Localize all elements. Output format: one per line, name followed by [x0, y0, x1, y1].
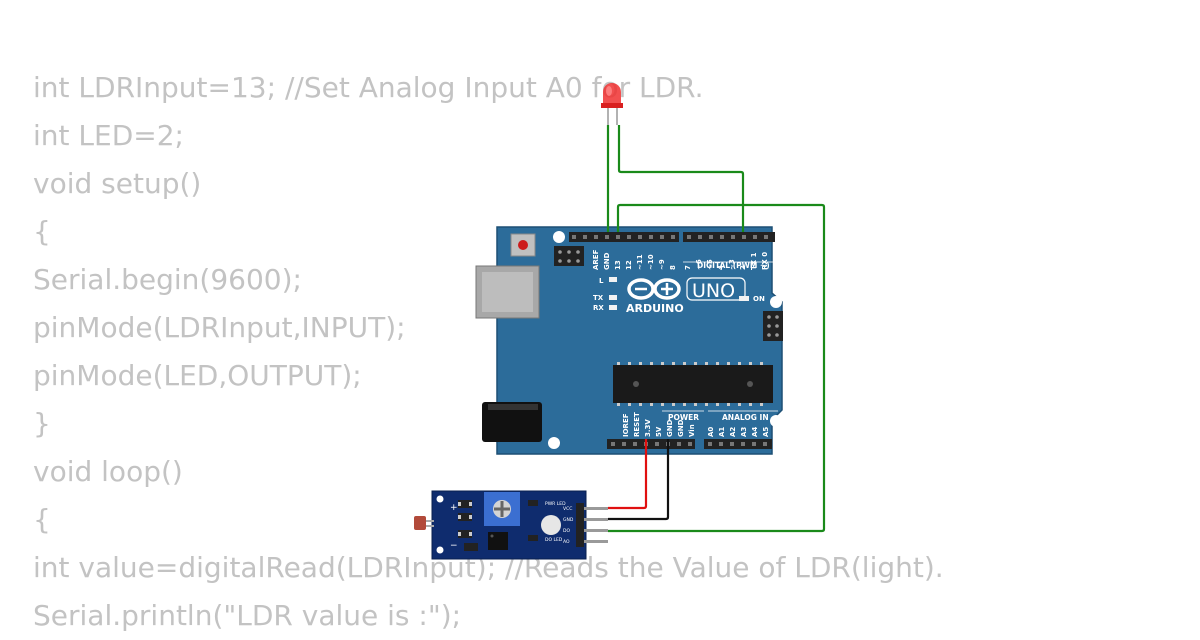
code-line: {: [33, 503, 51, 536]
digital-pin-label: RX 0: [761, 252, 769, 270]
mounting-hole: [436, 546, 444, 554]
rx-led-label: RX: [593, 304, 604, 312]
power-pin-label: 5V: [655, 426, 663, 437]
code-line: void loop(): [33, 455, 183, 488]
digital-header-label: DIGITAL (PWM ~): [697, 261, 770, 270]
power-pin-label: Vin: [688, 424, 696, 437]
analog-pin-label: A4: [751, 427, 759, 437]
digital-pin-label: TX 1: [750, 252, 758, 270]
comparator-chip: [488, 532, 508, 550]
power-jack: [482, 402, 542, 442]
icsp-header-right: [763, 311, 783, 341]
wire-5v-to-vcc[interactable]: [608, 439, 648, 510]
digital-pin-label: ~5: [706, 259, 714, 270]
reset-button[interactable]: [510, 233, 536, 257]
analog-pin-label: A5: [762, 427, 770, 437]
digital-pin-label: ~3: [728, 259, 736, 270]
mounting-hole: [770, 415, 782, 427]
digital-pin-label: ~6: [695, 259, 703, 270]
code-line: }: [33, 407, 51, 440]
l-led-label: L: [599, 277, 604, 285]
code-line: Serial.println("LDR value is :");: [33, 599, 462, 632]
module-pin-label: DO: [563, 528, 570, 534]
code-line: {: [33, 215, 51, 248]
mounting-hole: [553, 231, 565, 243]
on-led-label: ON: [753, 295, 765, 303]
mounting-hole: [548, 437, 560, 449]
arduino-infinity-logo: [627, 278, 681, 300]
plus-sign: +: [450, 503, 458, 513]
tx-led-label: TX: [593, 294, 604, 302]
photoresistor-icon: [414, 516, 434, 530]
digital-pin-label: ~11: [636, 254, 644, 270]
red-led[interactable]: [601, 83, 623, 125]
module-pin-label: GND: [563, 517, 574, 523]
digital-pin-label: GND: [603, 252, 611, 270]
digital-pin-label: 13: [614, 260, 622, 270]
digital-pin-label: ~9: [658, 259, 666, 270]
icsp-header: [554, 246, 584, 266]
on-led: [739, 296, 749, 301]
code-line: Serial.begin(9600);: [33, 263, 302, 296]
analog-pin-label: A3: [740, 427, 748, 437]
tx-led: [609, 295, 617, 300]
usb-connector: [475, 265, 540, 319]
code-line: void setup(): [33, 167, 202, 200]
do-led-label: DO LED: [545, 537, 563, 543]
analog-header-label: ANALOG IN: [722, 413, 769, 422]
digital-header: [569, 232, 775, 242]
module-pin-labels: VCC GND DO AO: [563, 506, 574, 545]
digital-pin-label: 2: [739, 265, 747, 270]
digital-pin-label: 7: [684, 265, 692, 270]
code-line: pinMode(LDRInput,INPUT);: [33, 311, 406, 344]
uno-badge: [686, 277, 746, 301]
module-pin-label: VCC: [563, 506, 572, 512]
potentiometer-knob-icon[interactable]: [484, 492, 520, 526]
pwr-led-label: PWR LED: [545, 501, 566, 507]
code-line: int LDRInput=13; //Set Analog Input A0 f…: [33, 71, 704, 104]
code-line: pinMode(LED,OUTPUT);: [33, 359, 362, 392]
mounting-hole: [436, 495, 444, 503]
wire-led-to-pin-2[interactable]: [617, 125, 745, 232]
code-listing: int LDRInput=13; //Set Analog Input A0 f…: [33, 64, 944, 640]
digital-pin-label: 8: [669, 265, 677, 270]
minus-sign: −: [450, 541, 458, 551]
l-led: [609, 277, 617, 282]
power-pin-label: RESET: [633, 412, 641, 437]
code-line: int value=digitalRead(LDRInput); //Reads…: [33, 551, 944, 584]
ldr-sensor-module[interactable]: + − PWR LED DO LED VCC GND DO AO: [414, 490, 608, 560]
uno-logo-text: UNO: [692, 280, 735, 302]
digital-pin-label: ~10: [647, 254, 655, 270]
power-pin-label: GND: [677, 419, 685, 437]
mounting-hole: [770, 296, 782, 308]
code-line: int LED=2;: [33, 119, 184, 152]
wire-pin-13-to-do[interactable]: [608, 203, 826, 533]
atmega-chip: [613, 362, 773, 406]
digital-pin-label: AREF: [592, 249, 600, 270]
arduino-brand-text: ARDUINO: [626, 302, 684, 315]
analog-pin-label: A1: [718, 427, 726, 437]
analog-pin-label: A2: [729, 427, 737, 437]
module-pin-label: AO: [563, 539, 570, 545]
module-header-pins: [576, 503, 608, 547]
status-led: [541, 515, 561, 535]
power-pin-label: IOREF: [622, 413, 630, 437]
power-header: [607, 439, 772, 449]
power-pin-label: GND: [666, 419, 674, 437]
power-header-label: POWER: [668, 413, 699, 422]
digital-pin-label: 4: [717, 265, 725, 270]
rx-led: [609, 305, 617, 310]
analog-pin-label: A0: [707, 427, 715, 437]
digital-pin-label: 12: [625, 260, 633, 270]
power-pin-label: 3.3V: [644, 419, 652, 437]
wire-gnd-to-gnd[interactable]: [608, 439, 670, 521]
